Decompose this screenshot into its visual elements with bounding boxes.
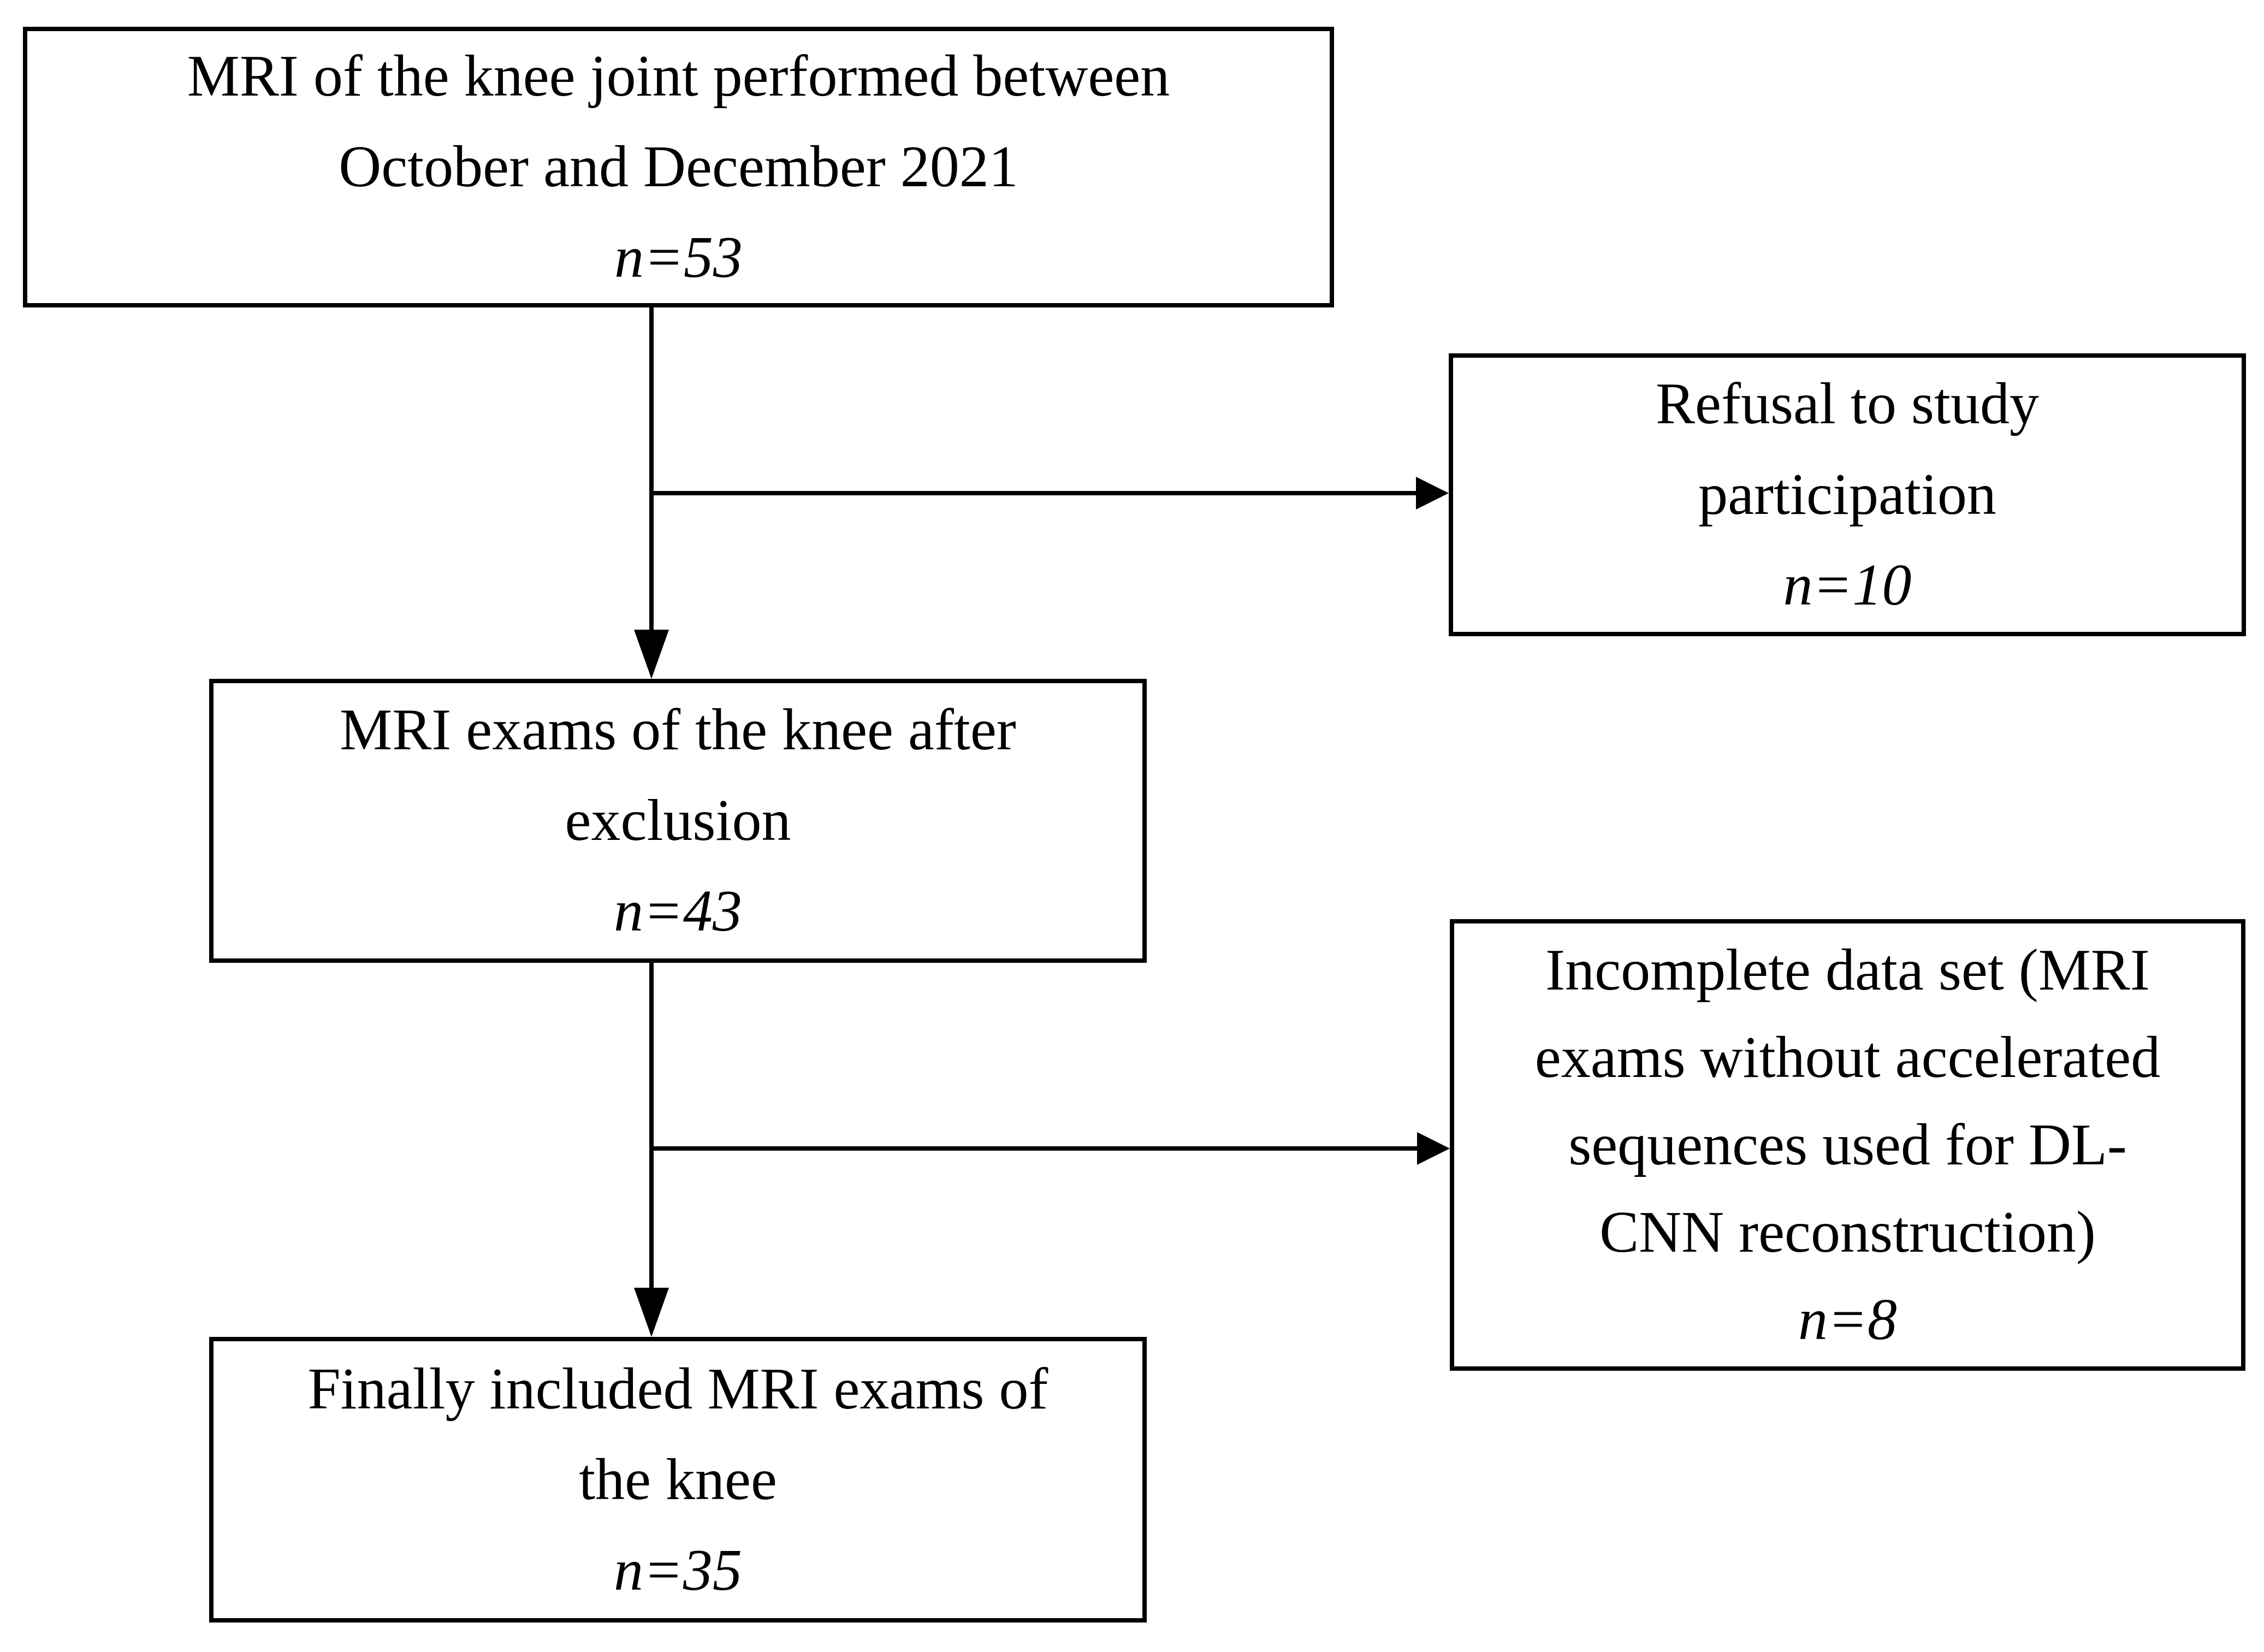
connector-to-incomplete <box>651 1146 1417 1151</box>
arrowhead-right-icon <box>1416 477 1449 510</box>
box-after-exclusion-line-1: MRI exams of the knee after <box>340 697 1016 762</box>
box-incomplete-line-3: sequences used for DL- <box>1568 1112 2127 1177</box>
arrowhead-down-icon <box>634 630 669 679</box>
box-enrollment: MRI of the knee joint performed between … <box>23 27 1334 307</box>
arrowhead-right-icon <box>1417 1132 1450 1165</box>
box-final-line-2: the knee <box>579 1447 777 1512</box>
box-incomplete-line-2: exams without accelerated <box>1534 1025 2161 1090</box>
box-incomplete-line-1: Incomplete data set (MRI <box>1545 937 2150 1003</box>
box-refusal-line-1: Refusal to study <box>1656 371 2039 436</box>
connector-to-refusal <box>651 491 1416 495</box>
box-incomplete-dataset: Incomplete data set (MRI exams without a… <box>1450 919 2245 1371</box>
box-enrollment-line-1: MRI of the knee joint performed between <box>187 44 1170 109</box>
box-final-included: Finally included MRI exams of the knee n… <box>209 1337 1147 1623</box>
box-incomplete-line-4: CNN reconstruction) <box>1599 1199 2096 1265</box>
box-refusal-count: n=10 <box>1783 553 1912 618</box>
connector-exclusion-to-final <box>649 963 654 1288</box>
box-refusal: Refusal to study participation n=10 <box>1449 353 2246 636</box>
box-incomplete-count: n=8 <box>1798 1287 1897 1352</box>
box-final-count: n=35 <box>614 1537 742 1603</box>
box-final-line-1: Finally included MRI exams of <box>307 1356 1048 1422</box>
box-enrollment-count: n=53 <box>614 225 743 290</box>
box-refusal-line-2: participation <box>1698 462 1996 527</box>
connector-top-to-exclusion <box>649 307 654 630</box>
box-after-exclusion: MRI exams of the knee after exclusion n=… <box>209 679 1147 963</box>
box-enrollment-line-2: October and December 2021 <box>339 134 1018 199</box>
arrowhead-down-icon <box>634 1288 669 1337</box>
box-after-exclusion-line-2: exclusion <box>565 788 791 853</box>
box-after-exclusion-count: n=43 <box>614 879 742 944</box>
